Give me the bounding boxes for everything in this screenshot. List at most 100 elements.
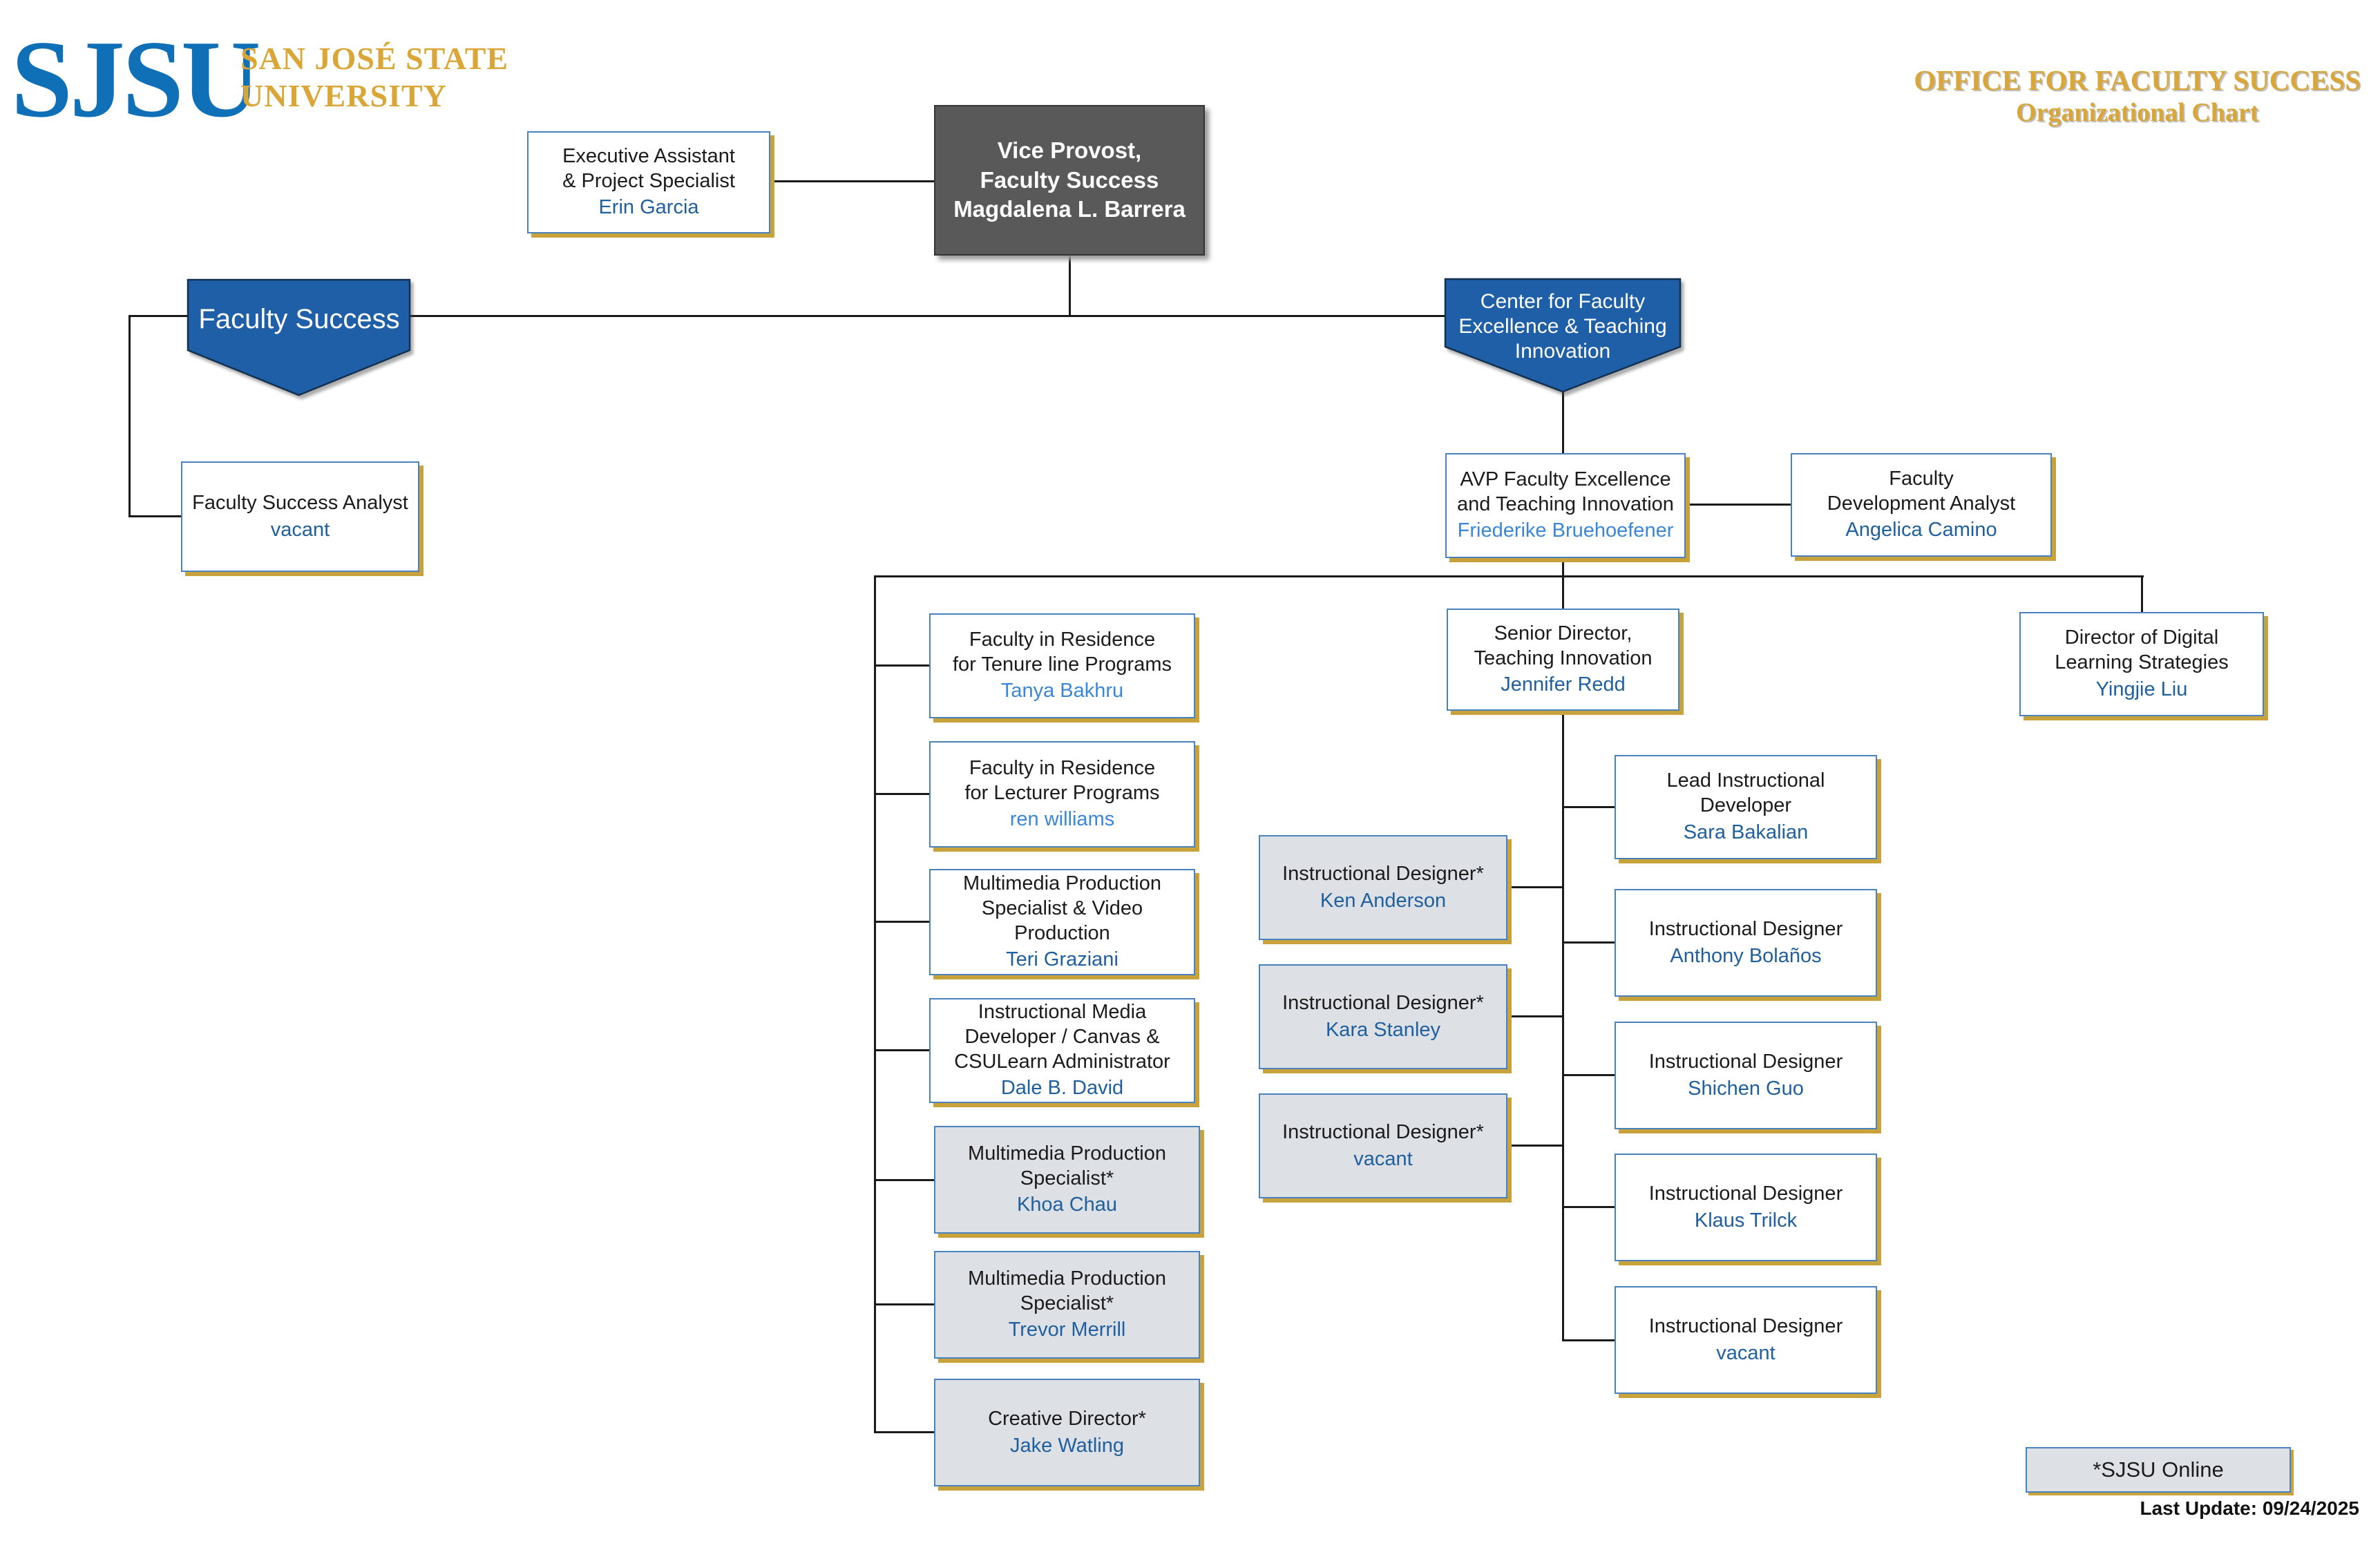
banner-cfeti-line3: Innovation bbox=[1515, 340, 1610, 363]
role-title: Faculty Development Analyst bbox=[1827, 467, 2016, 515]
org-box-multimedia-video-production: Multimedia Production Specialist & Video… bbox=[929, 869, 1195, 975]
person-name-link[interactable]: Khoa Chau bbox=[1016, 1194, 1118, 1216]
person-name-link[interactable]: Tanya Bakhru bbox=[1000, 680, 1124, 702]
org-box-multimedia-specialist-khoa: Multimedia Production Specialist* Khoa C… bbox=[934, 1126, 1200, 1234]
org-box-avp-faculty-excellence: AVP Faculty Excellence and Teaching Inno… bbox=[1445, 453, 1686, 558]
banner-faculty-success-label: Faculty Success bbox=[198, 304, 399, 334]
org-box-multimedia-specialist-trevor: Multimedia Production Specialist* Trevor… bbox=[934, 1251, 1200, 1359]
role-title: Senior Director, Teaching Innovation bbox=[1474, 622, 1653, 669]
org-box-faculty-development-analyst: Faculty Development Analyst Angelica Cam… bbox=[1791, 453, 2052, 557]
org-box-instructional-designer-kara: Instructional Designer* Kara Stanley bbox=[1259, 964, 1507, 1069]
legend-label: *SJSU Online bbox=[2093, 1457, 2224, 1482]
banner-faculty-success: Faculty Success bbox=[187, 278, 411, 396]
banner-cfeti-line2: Excellence & Teaching bbox=[1458, 315, 1666, 338]
person-name-link[interactable]: Angelica Camino bbox=[1845, 519, 1997, 542]
person-name-link[interactable]: Anthony Bolaños bbox=[1670, 944, 1822, 967]
role-title: Director of Digital Learning Strategies bbox=[2055, 626, 2229, 674]
org-box-senior-director-teaching-innovation: Senior Director, Teaching Innovation Jen… bbox=[1447, 609, 1679, 711]
connector-stub-anthony bbox=[1562, 941, 1615, 944]
banner-cfeti: Center for Faculty Excellence & Teaching… bbox=[1444, 278, 1682, 393]
legend-sjsu-online: *SJSU Online bbox=[2026, 1447, 2291, 1493]
person-name-link[interactable]: vacant bbox=[1353, 1147, 1413, 1170]
role-title: Instructional Designer* bbox=[1282, 862, 1484, 885]
org-box-instructional-designer-shichen: Instructional Designer Shichen Guo bbox=[1615, 1022, 1877, 1129]
org-box-vice-provost: Vice Provost, Faculty Success Magdalena … bbox=[934, 105, 1205, 256]
org-box-instructional-designer-klaus: Instructional Designer Klaus Trilck bbox=[1615, 1154, 1877, 1261]
connector-center-spine bbox=[1562, 711, 1564, 1341]
person-name-link[interactable]: Erin Garcia bbox=[598, 196, 699, 219]
role-title: Multimedia Production Specialist* bbox=[968, 1267, 1166, 1314]
person-name: Magdalena L. Barrera bbox=[953, 196, 1186, 222]
page-title-line1: OFFICE FOR FACULTY SUCCESS bbox=[1914, 64, 2361, 96]
role-title: Vice Provost, Faculty Success bbox=[980, 137, 1159, 193]
role-title: Executive Assistant & Project Specialist bbox=[562, 144, 735, 192]
person-name-link[interactable]: vacant bbox=[270, 518, 330, 541]
connector-stub-trevor bbox=[874, 1303, 935, 1305]
role-title: Multimedia Production Specialist* bbox=[968, 1142, 1166, 1189]
role-title: Faculty in Residence for Tenure line Pro… bbox=[952, 628, 1172, 676]
role-title: Instructional Designer* bbox=[1282, 1120, 1484, 1143]
org-box-creative-director: Creative Director* Jake Watling bbox=[934, 1379, 1200, 1486]
connector-stub-klaus bbox=[1562, 1206, 1615, 1208]
connector-trunk-left-stub bbox=[129, 315, 188, 317]
connector-fs-drop bbox=[128, 315, 131, 517]
connector-stub-mediadev bbox=[874, 1049, 931, 1051]
banner-cfeti-line1: Center for Faculty bbox=[1481, 290, 1645, 313]
last-update-text: Last Update: 09/24/2025 bbox=[2140, 1497, 2360, 1519]
connector-stub-ken bbox=[1507, 886, 1564, 888]
person-name-link[interactable]: Sara Bakalian bbox=[1683, 821, 1809, 843]
role-title: Instructional Designer bbox=[1648, 1050, 1843, 1073]
connector-vp-trunk bbox=[1069, 256, 1071, 316]
connector-avp-trunk2 bbox=[1562, 557, 1564, 577]
person-name-link[interactable]: Ken Anderson bbox=[1320, 889, 1447, 912]
person-name-link[interactable]: Friederike Bruehoefener bbox=[1457, 519, 1674, 542]
person-name-link[interactable]: Klaus Trilck bbox=[1694, 1209, 1798, 1232]
role-title: Creative Director* bbox=[988, 1407, 1146, 1430]
connector-stub-lead-id bbox=[1562, 806, 1615, 808]
org-box-instructional-media-developer: Instructional Media Developer / Canvas &… bbox=[929, 998, 1195, 1103]
connector-avp-fda bbox=[1686, 504, 1791, 506]
org-box-lead-instructional-developer: Lead Instructional Developer Sara Bakali… bbox=[1615, 755, 1877, 859]
connector-stub-shichen bbox=[1562, 1074, 1615, 1076]
org-box-instructional-designer-anthony: Instructional Designer Anthony Bolaños bbox=[1615, 889, 1877, 997]
org-box-instructional-designer-vacant-star: Instructional Designer* vacant bbox=[1259, 1093, 1507, 1198]
sjsu-logo: SJSU bbox=[11, 17, 261, 140]
person-name-link[interactable]: Trevor Merrill bbox=[1008, 1319, 1126, 1341]
connector-trunk bbox=[410, 315, 1445, 317]
person-name-link[interactable]: ren williams bbox=[1009, 808, 1115, 831]
person-name-link[interactable]: Kara Stanley bbox=[1325, 1018, 1441, 1041]
org-box-executive-assistant: Executive Assistant & Project Specialist… bbox=[527, 131, 770, 233]
connector-stub-lecturer bbox=[874, 793, 931, 795]
role-title: Lead Instructional Developer bbox=[1666, 769, 1825, 817]
role-title: Instructional Designer bbox=[1648, 1182, 1843, 1205]
org-box-faculty-success-analyst: Faculty Success Analyst vacant bbox=[181, 461, 419, 572]
role-title: Instructional Designer bbox=[1648, 1314, 1843, 1337]
connector-stub-tenure bbox=[874, 664, 931, 667]
connector-stub-kara bbox=[1507, 1015, 1564, 1017]
connector-stub-video bbox=[874, 921, 931, 923]
person-name-link[interactable]: vacant bbox=[1716, 1341, 1776, 1364]
connector-trunk2 bbox=[874, 575, 2144, 577]
person-name-link[interactable]: Jennifer Redd bbox=[1501, 673, 1626, 696]
connector-senior-director-drop bbox=[1562, 575, 1564, 610]
role-title: Instructional Designer* bbox=[1282, 991, 1484, 1014]
org-box-fir-tenure-line: Faculty in Residence for Tenure line Pro… bbox=[929, 613, 1195, 718]
page-title-line2: Organizational Chart bbox=[2015, 98, 2259, 128]
person-name-link[interactable]: Dale B. David bbox=[1000, 1077, 1124, 1100]
org-box-instructional-designer-vacant: Instructional Designer vacant bbox=[1615, 1286, 1877, 1394]
org-box-fir-lecturer: Faculty in Residence for Lecturer Progra… bbox=[929, 741, 1195, 848]
connector-banner-avp bbox=[1562, 392, 1564, 454]
page-title: OFFICE FOR FACULTY SUCCESS Organizationa… bbox=[1914, 64, 2361, 129]
person-name-link[interactable]: Jake Watling bbox=[1010, 1434, 1124, 1457]
org-box-director-digital-learning: Director of Digital Learning Strategies … bbox=[2019, 612, 2264, 716]
role-title: AVP Faculty Excellence and Teaching Inno… bbox=[1457, 468, 1674, 515]
person-name-link[interactable]: Teri Graziani bbox=[1006, 948, 1118, 971]
person-name-link[interactable]: Shichen Guo bbox=[1688, 1077, 1804, 1100]
person-name-link[interactable]: Yingjie Liu bbox=[2095, 678, 2188, 700]
role-title: Instructional Designer bbox=[1648, 917, 1843, 940]
role-title: Instructional Media Developer / Canvas &… bbox=[954, 1000, 1170, 1073]
org-box-instructional-designer-ken: Instructional Designer* Ken Anderson bbox=[1259, 835, 1507, 940]
sjsu-wordmark: SAN JOSÉ STATE UNIVERSITY bbox=[240, 41, 509, 114]
role-title: Multimedia Production Specialist & Video… bbox=[963, 872, 1161, 944]
